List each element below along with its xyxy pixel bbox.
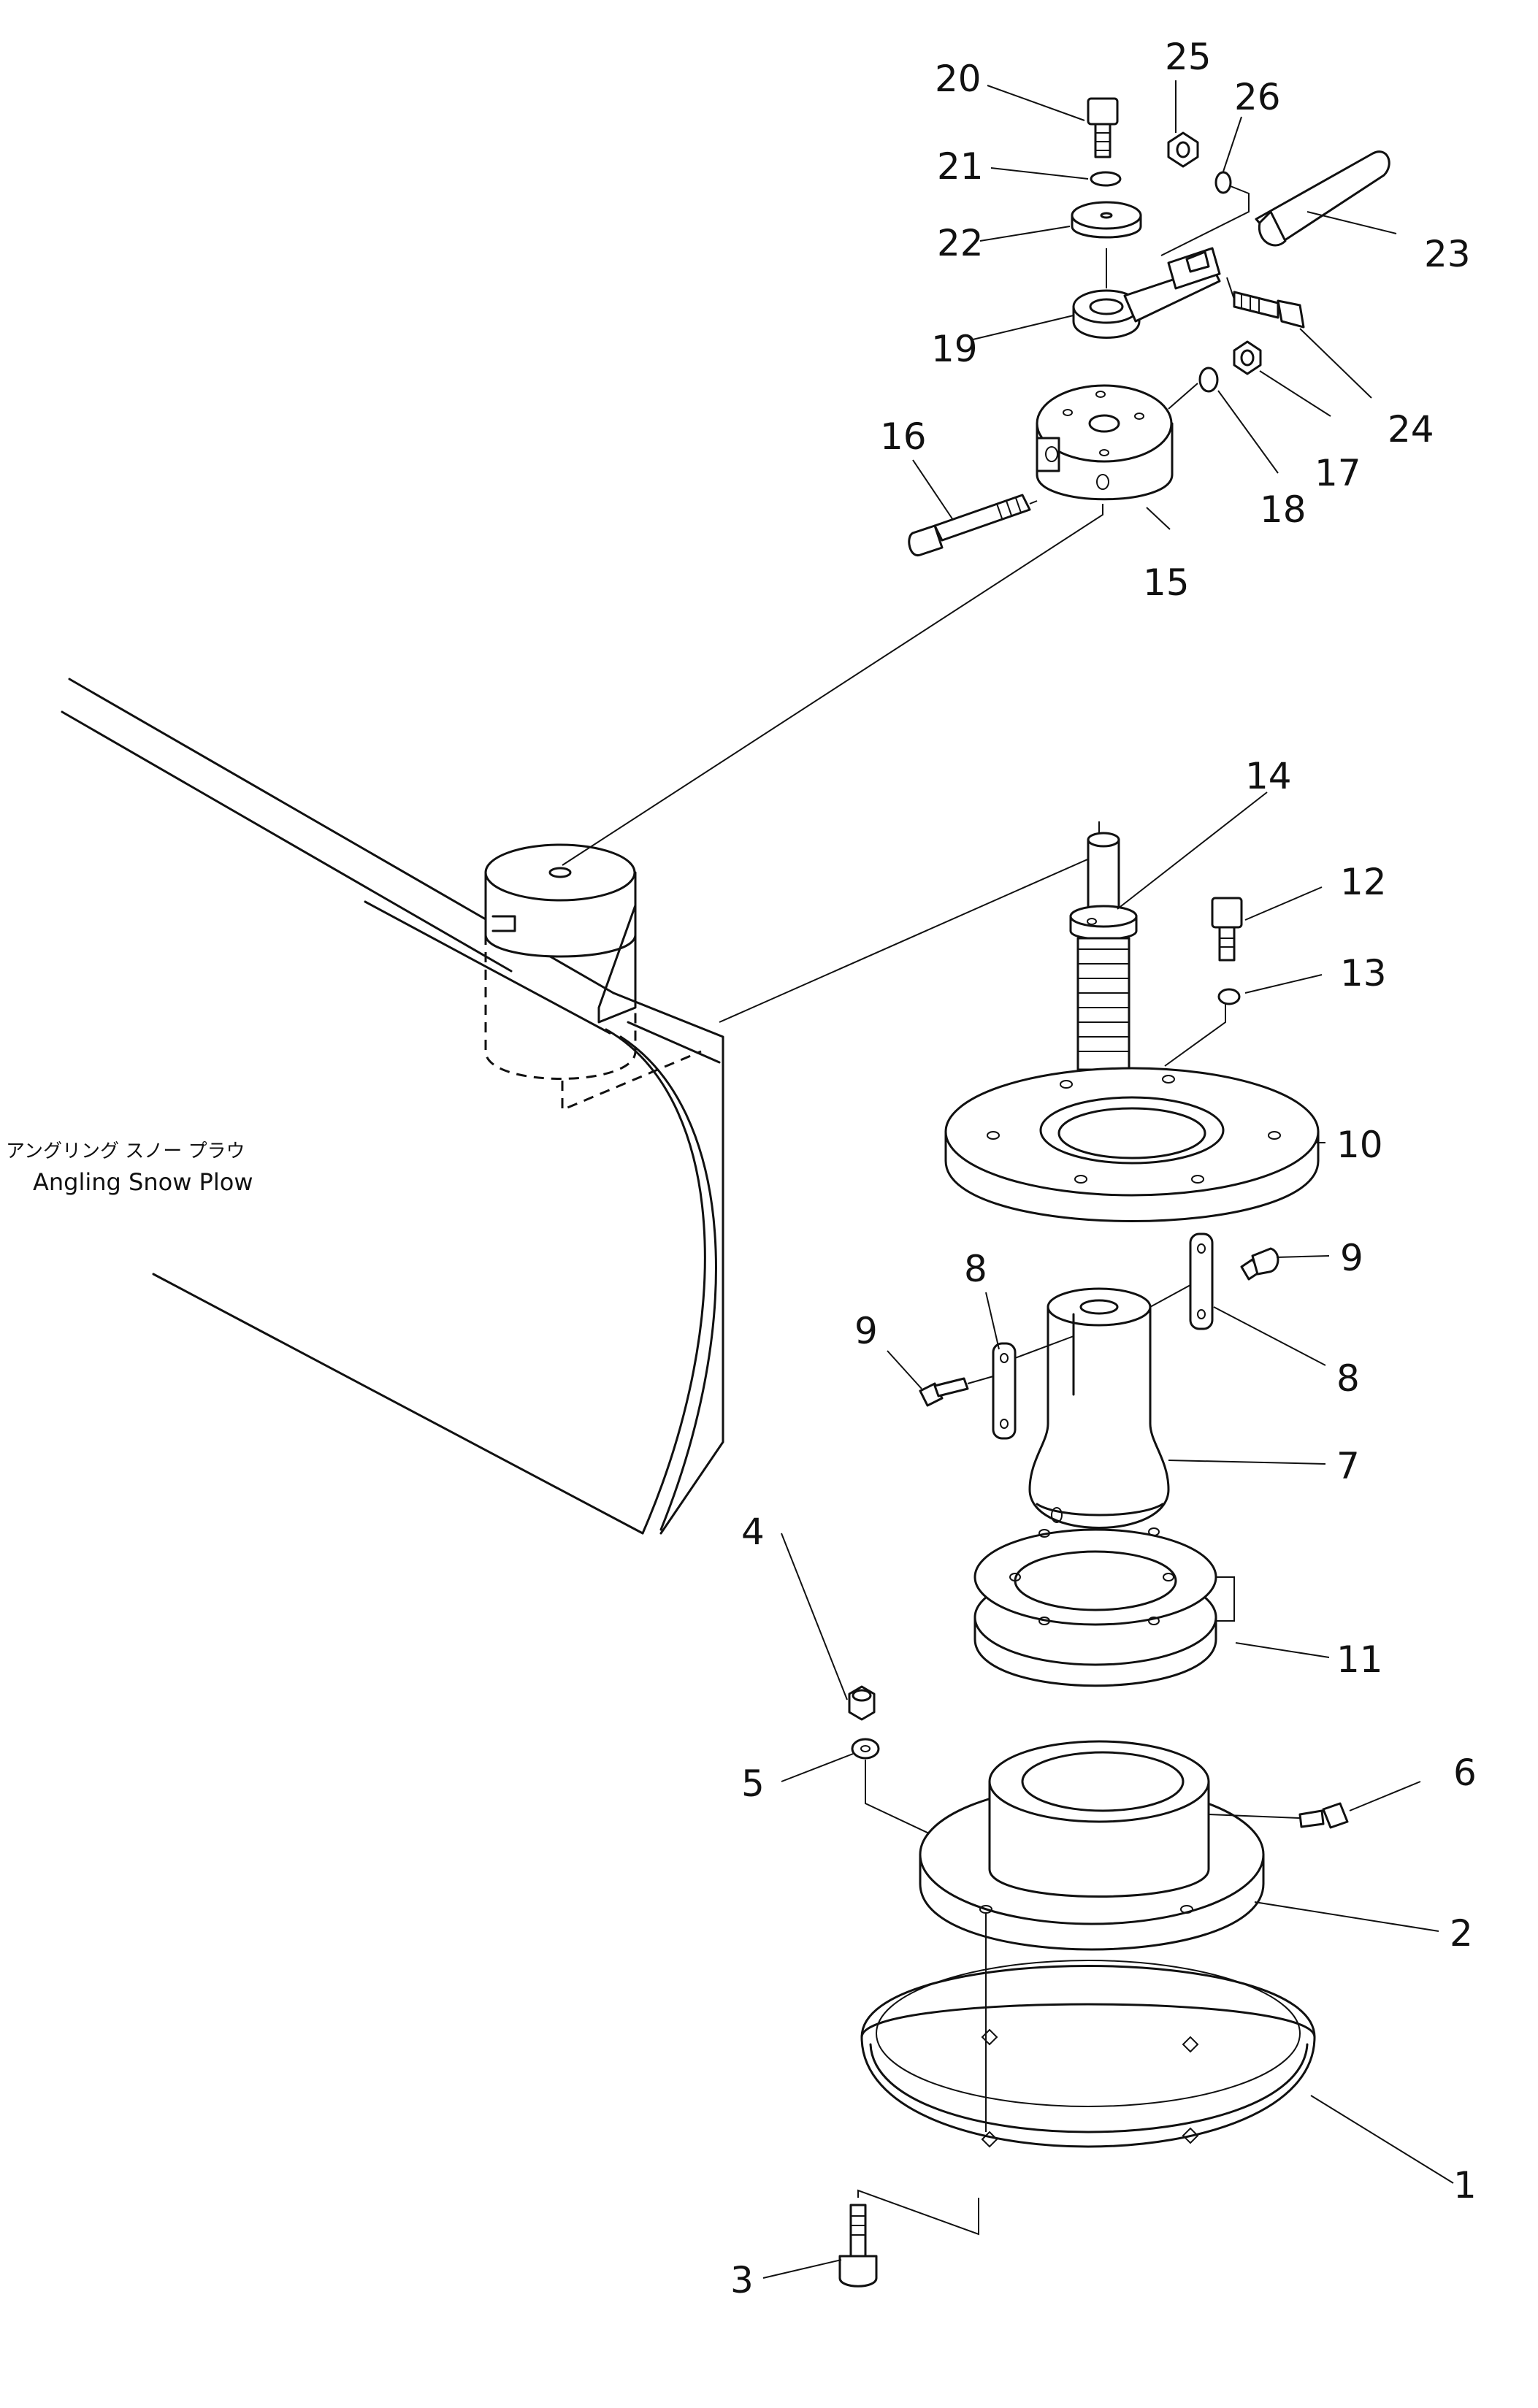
part-1-cover-pan [860,1913,1316,2148]
part-22-washer [1071,201,1142,239]
callout-26: 26 [1234,76,1281,118]
part-5-washer [851,1738,880,1760]
callout-25: 25 [1165,36,1212,78]
callout-8a: 8 [964,1248,987,1290]
part-11-seal-rings [973,1527,1235,1687]
part-20-bolt [1087,97,1119,158]
callout-15: 15 [1143,561,1190,604]
callout-10: 10 [1336,1124,1383,1166]
callout-6: 6 [1453,1752,1477,1794]
part-10-flange [944,1067,1320,1222]
caption-english: Angling Snow Plow [33,1168,253,1196]
callout-9a: 9 [854,1310,878,1352]
callout-2: 2 [1450,1912,1473,1955]
part-15-pivot-block [1036,384,1174,501]
snow-plow-blade [61,678,1100,1535]
caption-japanese: アングリング スノー プラウ [6,1140,245,1162]
callout-11: 11 [1336,1638,1383,1681]
part-8-strip-right [1189,1232,1214,1330]
callout-20: 20 [935,58,982,100]
part-18-spring-washer [1198,367,1219,393]
part-3-bolt [838,2189,979,2288]
part-9-screw-right [1240,1247,1279,1281]
part-25-nut [1167,131,1199,168]
part-14-stud [1069,832,1138,1071]
leader-lines [762,80,1454,2279]
part-8-strip-left [992,1342,1017,1440]
callout-3: 3 [730,2259,754,2301]
callout-23: 23 [1424,233,1471,275]
blade-pivot-housing [484,504,1103,1112]
callout-14: 14 [1245,755,1292,797]
callout-1: 1 [1453,2164,1477,2206]
callout-9b: 9 [1340,1237,1363,1279]
part-4-nut [848,1685,876,1721]
callout-13: 13 [1340,952,1387,994]
part-13-snap-ring [1217,988,1241,1005]
callout-8b: 8 [1336,1357,1360,1400]
callout-numbers: 1 2 3 4 5 6 7 8 8 9 9 10 11 12 13 14 15 … [730,36,1477,2301]
callout-21: 21 [937,145,984,188]
part-12-bolt [1211,897,1243,962]
part-19-lever [1072,247,1221,339]
callout-22: 22 [937,222,984,264]
blade-caption: アングリング スノー プラウ Angling Snow Plow [6,1140,253,1196]
callout-16: 16 [880,415,927,458]
part-6-grease-fitting [1208,1802,1349,1829]
part-24-bolt [1226,277,1305,329]
callout-18: 18 [1260,488,1306,531]
callout-24: 24 [1388,408,1434,450]
callout-12: 12 [1340,861,1387,903]
part-26-snap-ring [1214,171,1232,194]
callout-7: 7 [1336,1445,1360,1487]
callout-5: 5 [741,1763,765,1805]
part-21-lock-washer [1090,171,1122,187]
part-7-ball-stud [1028,1287,1170,1529]
callout-4: 4 [741,1511,765,1553]
callout-19: 19 [931,328,978,370]
part-16-long-bolt [908,494,1038,556]
part-17-nut [1233,340,1262,375]
part-2-housing [919,1740,1265,1951]
part-9-screw-left [919,1377,969,1407]
part-23-handle [1255,150,1390,247]
callout-17: 17 [1315,452,1361,494]
